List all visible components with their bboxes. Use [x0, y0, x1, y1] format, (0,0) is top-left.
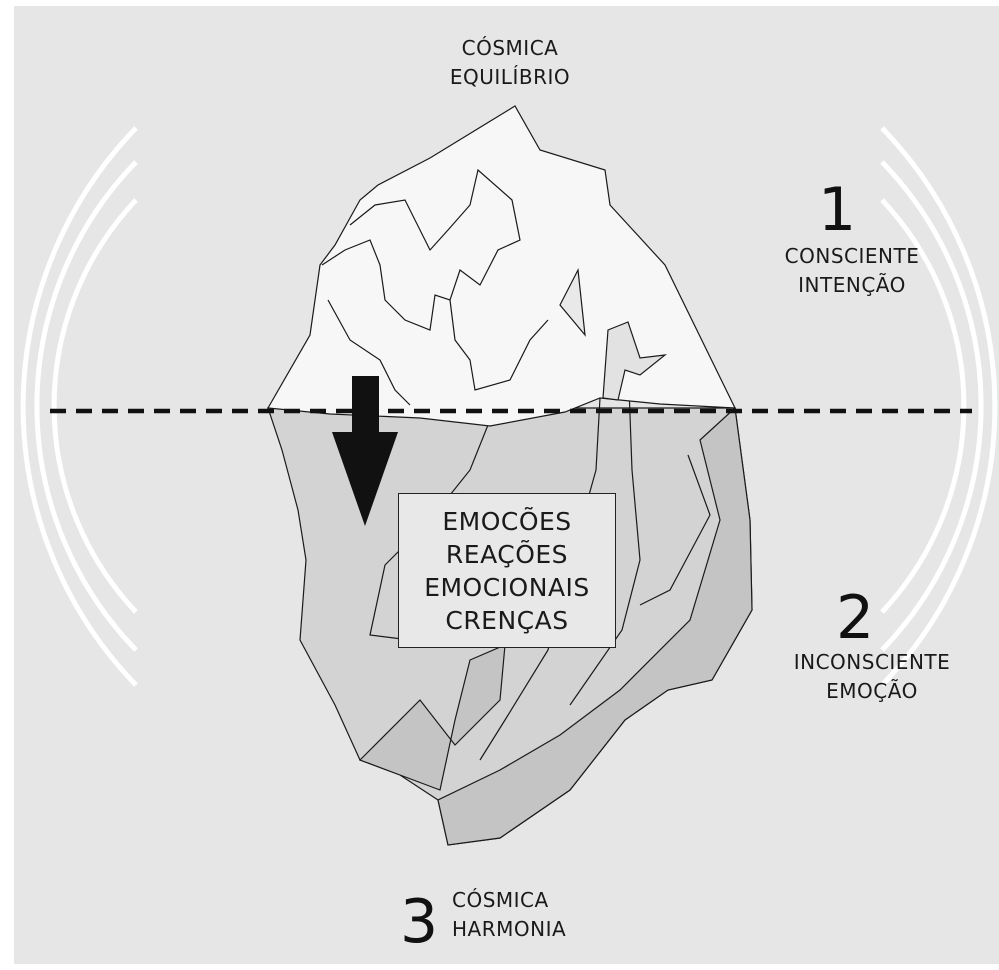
top-label-line1: CÓSMICA: [461, 36, 559, 60]
iceberg-tip: [267, 105, 736, 427]
level-1-line2: INTENÇÃO: [798, 273, 906, 297]
level-1-label: CONSCIENTE INTENÇÃO: [742, 242, 962, 300]
top-label: CÓSMICA EQUILÍBRIO: [420, 34, 600, 92]
left-waves: [20, 126, 138, 687]
right-wave-outer: [880, 126, 998, 687]
tip-facet-3: [559, 267, 586, 337]
emotions-box: EMOCÕES REAÇÕES EMOCIONAIS CRENÇAS: [398, 493, 616, 648]
emotions-box-line: REAÇÕES: [445, 539, 569, 569]
right-wave-middle: [880, 160, 984, 652]
iceberg-deep-facet: [437, 406, 753, 846]
level-1-line1: CONSCIENTE: [784, 244, 920, 268]
iceberg-deep-facet-2: [358, 644, 506, 791]
left-wave-outer: [20, 126, 138, 687]
tip-facet-1: [321, 168, 521, 331]
level-3-label: CÓSMICA HARMONIA: [452, 886, 632, 944]
emotions-box-line: EMOCÕES: [442, 506, 572, 536]
iceberg-crack-2: [569, 359, 641, 706]
left-wave-middle: [34, 160, 138, 652]
tip-facet-5: [602, 321, 668, 401]
level-1-number: 1: [818, 175, 857, 245]
tip-facet-4: [327, 299, 411, 406]
right-waves: [880, 126, 998, 687]
level-2-line1: INCONSCIENTE: [793, 650, 951, 674]
top-label-line2: EQUILÍBRIO: [449, 65, 571, 89]
tip-facet-2: [449, 299, 549, 391]
down-arrow-icon: [332, 376, 398, 526]
iceberg-crack-3: [639, 454, 711, 606]
emotions-box-line: EMOCIONAIS: [424, 572, 590, 602]
emotions-box-line: CRENÇAS: [445, 605, 569, 635]
level-3-number: 3: [400, 887, 439, 957]
level-2-number: 2: [836, 583, 875, 653]
level-2-label: INCONSCIENTE EMOÇÃO: [772, 648, 972, 706]
level-3-line2: HARMONIA: [452, 917, 567, 941]
level-2-line2: EMOÇÃO: [826, 679, 918, 703]
left-wave-inner: [51, 198, 138, 614]
right-wave-inner: [880, 198, 967, 614]
level-3-line1: CÓSMICA: [452, 888, 549, 912]
